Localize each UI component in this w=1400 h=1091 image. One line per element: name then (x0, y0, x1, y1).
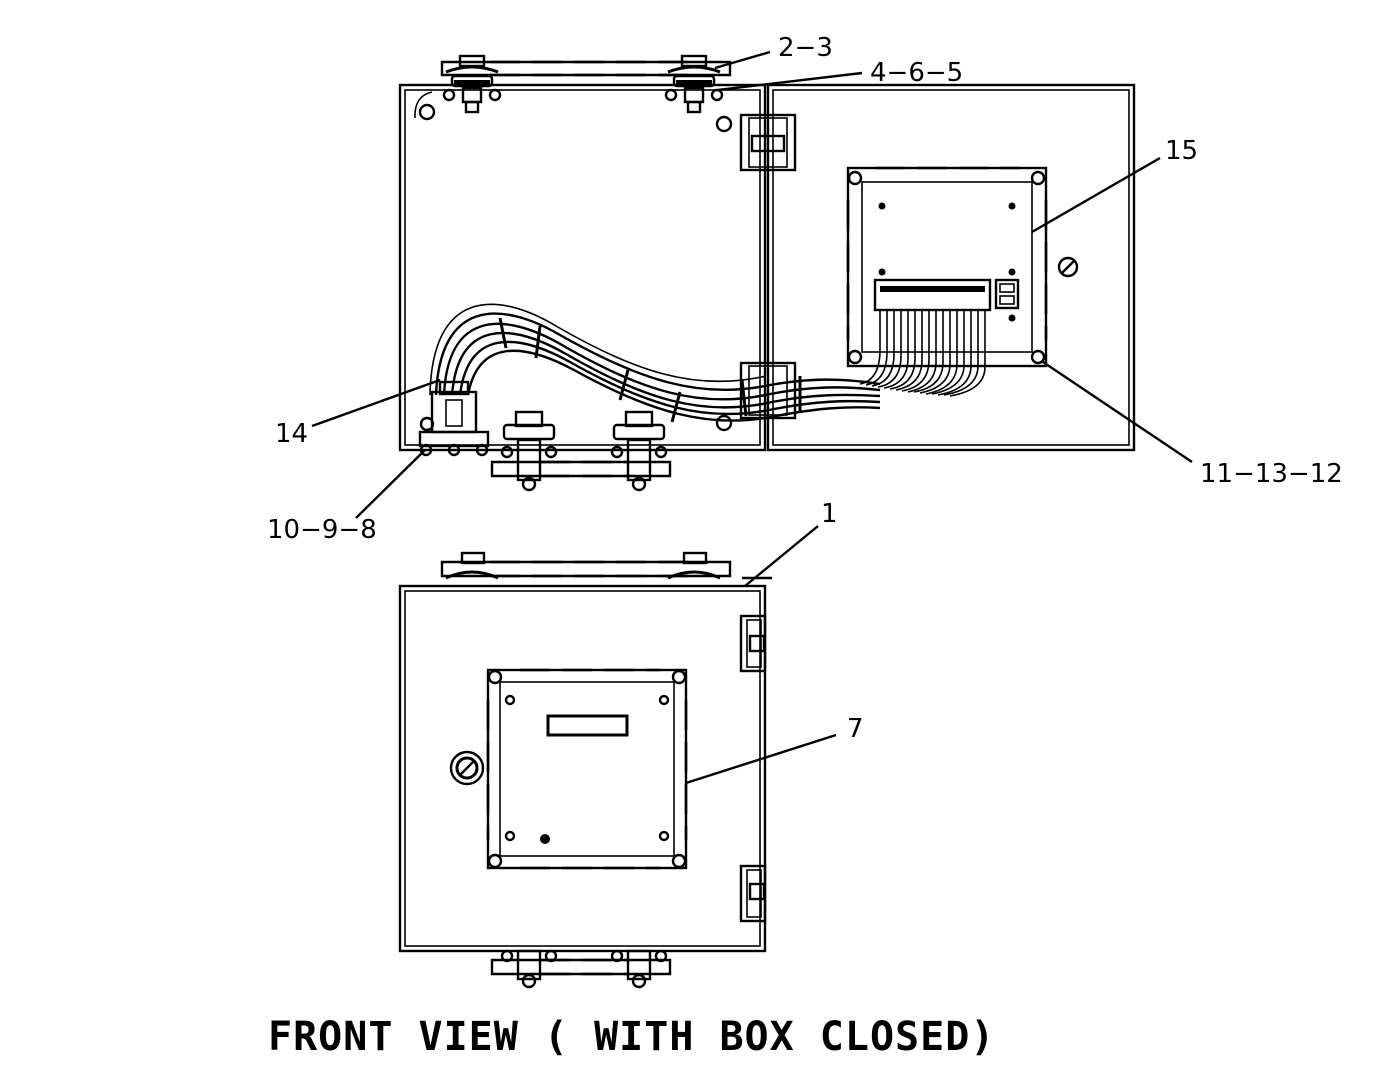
closed-enclosure (398, 576, 772, 953)
top-fastener-right (664, 54, 724, 114)
open-door (766, 83, 1136, 452)
callout-11-13-12: 11−13−12 (1200, 459, 1343, 489)
closed-box-view: 1 7 (398, 499, 864, 989)
callout-7: 7 (847, 714, 864, 744)
view-caption: FRONT VIEW ( WITH BOX CLOSED) (268, 1014, 995, 1060)
control-module (846, 166, 1048, 397)
terminal-wires (859, 310, 986, 397)
closed-hinge-top (739, 614, 767, 673)
leader-lines-closed (685, 525, 837, 785)
wire-harness (429, 303, 881, 423)
top-mounting-bracket (440, 60, 732, 77)
callout-15: 15 (1165, 136, 1198, 166)
leader-lines-open (311, 50, 1193, 519)
closed-bottom-bracket (490, 949, 672, 989)
hinge-top (739, 113, 797, 172)
callout-2-3: 2−3 (778, 33, 833, 63)
closed-hinge-bottom (739, 864, 767, 923)
callout-4-6-5: 4−6−5 (870, 58, 963, 88)
display-window (546, 714, 629, 737)
enclosure-body (398, 83, 767, 452)
closed-top-bracket (440, 551, 732, 580)
harness-connector (418, 380, 490, 457)
closed-latch (449, 750, 485, 786)
latch-icon (1057, 256, 1079, 278)
bottom-mounting-bracket (490, 410, 672, 492)
open-box-view: 2−3 4−6−5 15 14 11−13−12 10−9−8 (267, 33, 1343, 545)
callout-14: 14 (275, 419, 308, 449)
display-module (486, 668, 688, 870)
callout-1: 1 (821, 499, 838, 529)
callout-10-9-8: 10−9−8 (267, 515, 377, 545)
